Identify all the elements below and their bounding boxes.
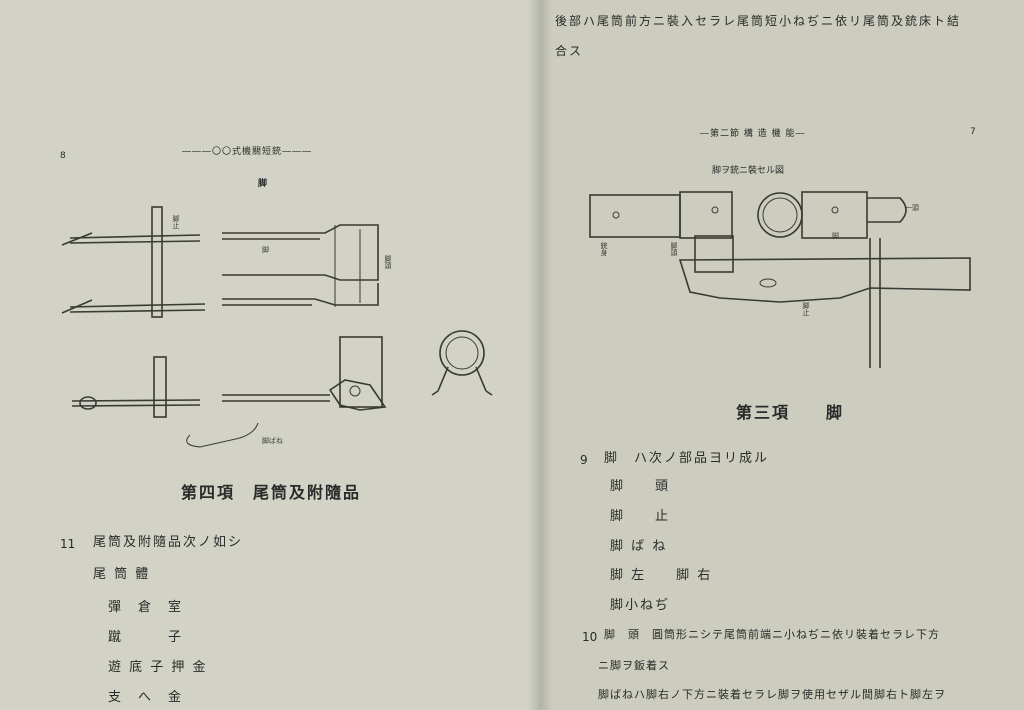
leg-side-view-right bbox=[222, 336, 387, 411]
page-number-left: 8 bbox=[60, 151, 66, 161]
label-leg-pin-right: 脚止 bbox=[802, 301, 810, 316]
item10-line-3: 脚ばねハ脚右ノ下方ニ裝着セラレ脚ヲ使用セザル間脚右ト脚左ヲ bbox=[598, 688, 946, 701]
item10-line-1: 脚 頭 圓筒形ニシテ尾筒前端ニ小ねぢニ依リ裝着セラレ下方 bbox=[604, 628, 940, 641]
leg-top-view-right bbox=[222, 224, 379, 307]
right-page bbox=[540, 0, 1024, 710]
label-leg: 脚 bbox=[262, 245, 269, 254]
part-5: 脚小ねぢ bbox=[610, 598, 671, 613]
leg-diagram: 脚止 脚頭 脚 脚ばね bbox=[61, 206, 493, 448]
page-gutter bbox=[528, 0, 552, 710]
part-2: 脚 止 bbox=[610, 509, 671, 524]
left-page bbox=[0, 0, 540, 710]
sub-item-3: 蹴 子 bbox=[108, 630, 184, 645]
figure-title-right: 脚ヲ銃ニ裝セル図 bbox=[712, 166, 785, 176]
item-text-9: 脚 ハ次ノ部品ヨリ成ル bbox=[604, 451, 770, 466]
label-barrel: 銃身 bbox=[600, 241, 608, 257]
sub-item-4: 遊 底 子 押 金 bbox=[108, 660, 208, 675]
label-leg-head: 脚頭 bbox=[384, 254, 392, 270]
leg-side-view-left bbox=[71, 356, 259, 448]
label-leg-head-right: 脚頭 bbox=[670, 241, 678, 257]
part-3: 脚 ば ね bbox=[610, 539, 668, 554]
leg-head-ring bbox=[431, 330, 493, 396]
item10-line-2: ニ脚ヲ鈑着ス bbox=[598, 659, 670, 672]
running-header-right: ―第二節 構 造 機 能― bbox=[700, 129, 806, 139]
item-number-11: 11 bbox=[60, 537, 76, 551]
item-number-9: 9 bbox=[580, 453, 588, 467]
running-header-left: ―――〇〇式機關短銃――― bbox=[182, 147, 313, 157]
part-4: 脚 左 脚 右 bbox=[610, 568, 713, 583]
item-number-10: 10 bbox=[582, 630, 598, 644]
top-line-1: 後部ハ尾筒前方ニ裝入セラレ尾筒短小ねぢニ依リ尾筒及銃床ト結 bbox=[555, 14, 962, 28]
top-line-2: 合ス bbox=[555, 44, 584, 58]
sub-item-5: 支 へ 金 bbox=[108, 690, 184, 705]
label-leg-right: 脚 bbox=[832, 231, 839, 240]
leg-top-view-left bbox=[61, 206, 206, 318]
leg-mounted-diagram: 銃身 脚頭 脚 脚止 一頭 bbox=[589, 191, 971, 368]
sub-item-2: 彈 倉 室 bbox=[108, 600, 184, 615]
sub-item-1: 尾 筒 體 bbox=[93, 567, 151, 582]
section-heading-left: 第四項 尾筒及附隨品 bbox=[181, 483, 362, 502]
figure-title-left: 脚 bbox=[258, 179, 268, 189]
label-leg-pin: 脚止 bbox=[172, 214, 180, 229]
label-muzzle: 一頭 bbox=[905, 204, 919, 212]
label-leg-spring: 脚ばね bbox=[262, 436, 283, 445]
part-1: 脚 頭 bbox=[610, 479, 671, 494]
section-heading-right: 第三項 脚 bbox=[736, 403, 845, 422]
page-number-right: 7 bbox=[970, 127, 976, 137]
item-text-11: 尾筒及附隨品次ノ如シ bbox=[93, 535, 244, 550]
